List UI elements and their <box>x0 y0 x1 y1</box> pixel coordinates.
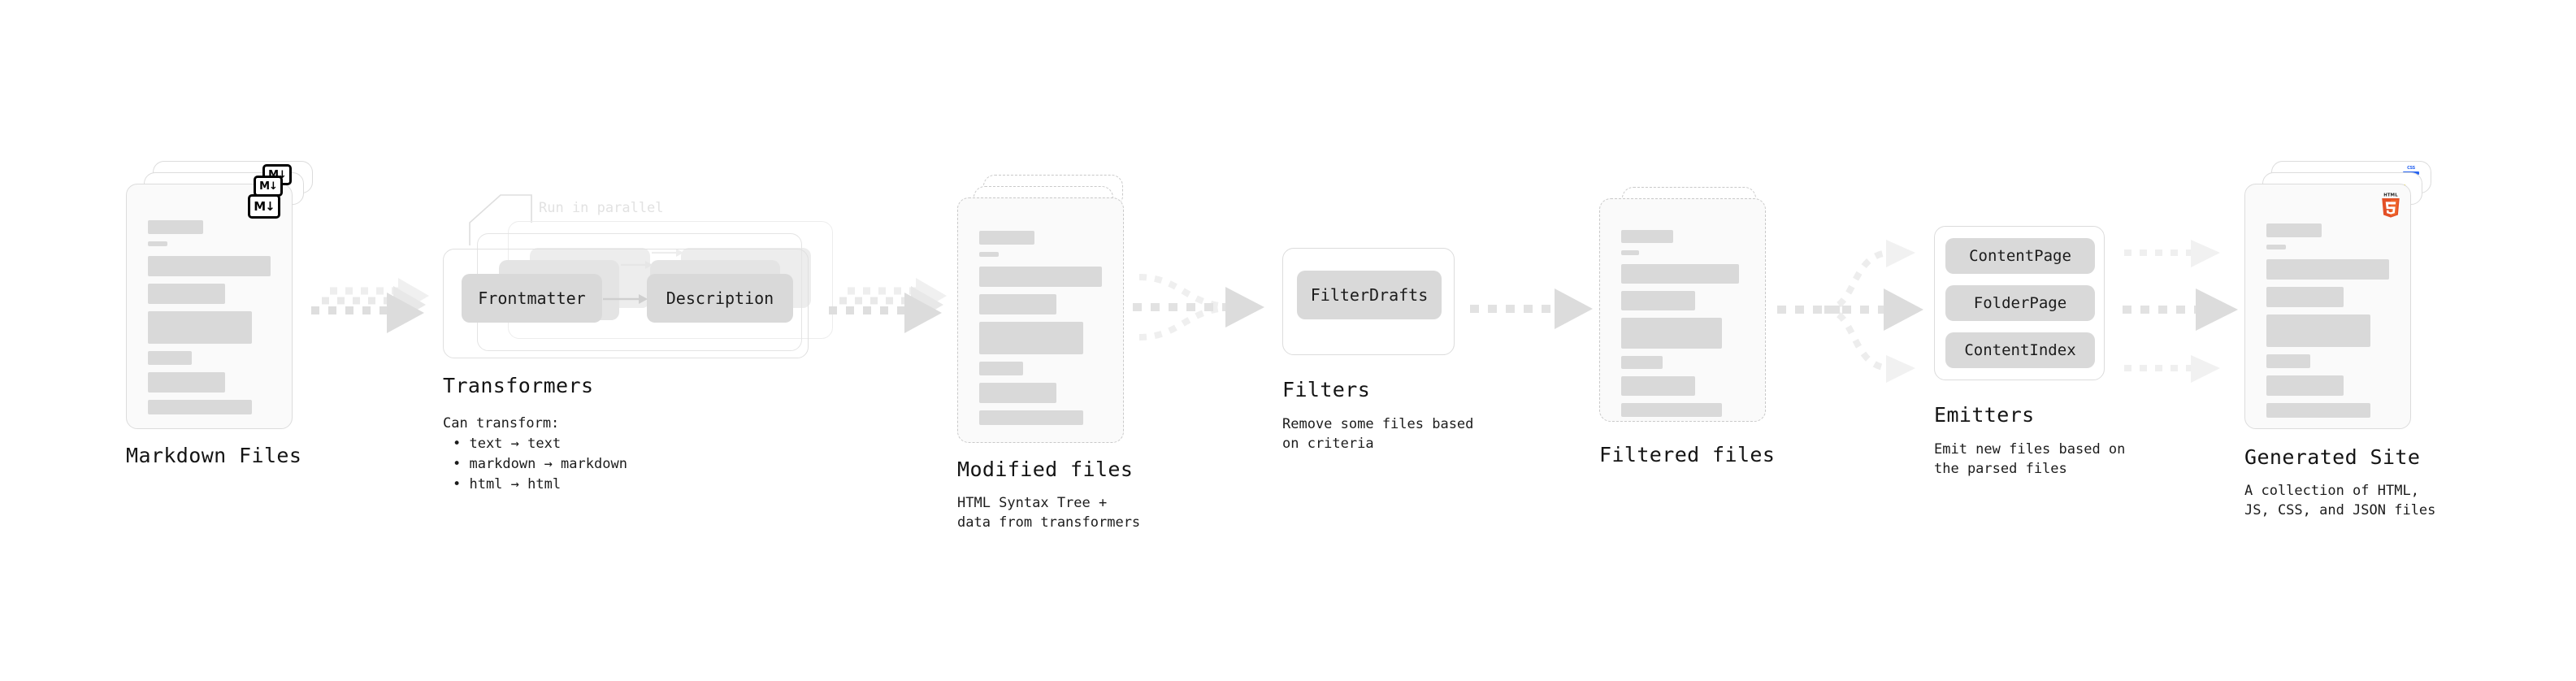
connector-filters-to-filtered <box>1467 280 1601 337</box>
filtered-card-front <box>1599 198 1766 422</box>
pill-folderpage[interactable]: FolderPage <box>1945 285 2095 321</box>
pill-filterdrafts[interactable]: FilterDrafts <box>1297 271 1442 319</box>
transformers-description: Can transform: <box>443 415 560 432</box>
svg-text:HTML: HTML <box>2383 193 2398 197</box>
emitters-description: Emit new files based on the parsed files <box>1934 441 2126 477</box>
run-in-parallel-label: Run in parallel <box>539 200 664 216</box>
stage-title-markdown-files: Markdown Files <box>126 444 302 467</box>
stage-title-transformers: Transformers <box>443 374 594 397</box>
pill-frontmatter[interactable]: Frontmatter <box>462 274 602 323</box>
modified-files-description: HTML Syntax Tree + data from transformer… <box>957 495 1141 531</box>
markdown-card-front: M↓ <box>126 184 293 429</box>
stage-title-filters: Filters <box>1282 378 1371 401</box>
pill-contentpage[interactable]: ContentPage <box>1945 238 2095 274</box>
stage-title-filtered-files: Filtered files <box>1599 443 1776 466</box>
connector-emitters-to-site <box>2119 232 2266 386</box>
emitters-card: ContentPage FolderPage ContentIndex <box>1934 226 2105 380</box>
transformers-bullet-1: • markdown → markdown <box>453 456 627 472</box>
site-card-front: HTML <box>2244 184 2411 429</box>
connector-md-to-transformers <box>307 268 441 349</box>
transform-flow-arrow <box>603 294 648 304</box>
modified-file-stack <box>957 175 1132 443</box>
pill-description[interactable]: Description <box>647 274 793 323</box>
filtered-skeleton-bars <box>1621 230 1744 424</box>
generated-site-stack: CSS HTML <box>2244 161 2435 433</box>
connector-transformers-to-modified <box>825 268 959 349</box>
stage-generated-site: CSS HTML <box>2244 161 2435 518</box>
stage-title-emitters: Emitters <box>1934 403 2035 427</box>
pill-contentindex[interactable]: ContentIndex <box>1945 332 2095 368</box>
stage-title-generated-site: Generated Site <box>2244 445 2421 469</box>
filtered-file-stack <box>1599 187 1774 431</box>
stage-markdown-files: M↓ M↓ M↓ Markdown Files <box>126 161 313 467</box>
stage-title-modified-files: Modified files <box>957 458 1134 481</box>
markdown-icon-back-1: M↓ <box>254 176 283 197</box>
stage-modified-files: Modified files HTML Syntax Tree + data f… <box>957 175 1140 531</box>
run-in-parallel-leader <box>469 194 532 245</box>
html5-icon: HTML <box>2382 193 2400 218</box>
modified-skeleton-bars <box>979 231 1102 432</box>
connector-modified-to-filters <box>1130 264 1284 362</box>
markdown-skeleton-bars <box>148 220 271 422</box>
filters-card: FilterDrafts <box>1282 248 1455 355</box>
connector-filtered-to-emitters <box>1776 232 1934 386</box>
markdown-file-stack: M↓ M↓ M↓ <box>126 161 313 429</box>
site-skeleton-bars <box>2266 223 2389 425</box>
modified-card-front <box>957 197 1124 443</box>
filters-description: Remove some files based on criteria <box>1282 416 1474 452</box>
markdown-icon: M↓ <box>248 194 280 219</box>
transformers-bullet-0: • text → text <box>453 436 562 452</box>
transformer-card-front: Frontmatter Description <box>443 249 809 358</box>
stage-filtered-files: Filtered files <box>1599 187 1775 466</box>
transformers-bullet-2: • html → html <box>453 476 562 492</box>
generated-site-description: A collection of HTML, JS, CSS, and JSON … <box>2244 483 2436 518</box>
